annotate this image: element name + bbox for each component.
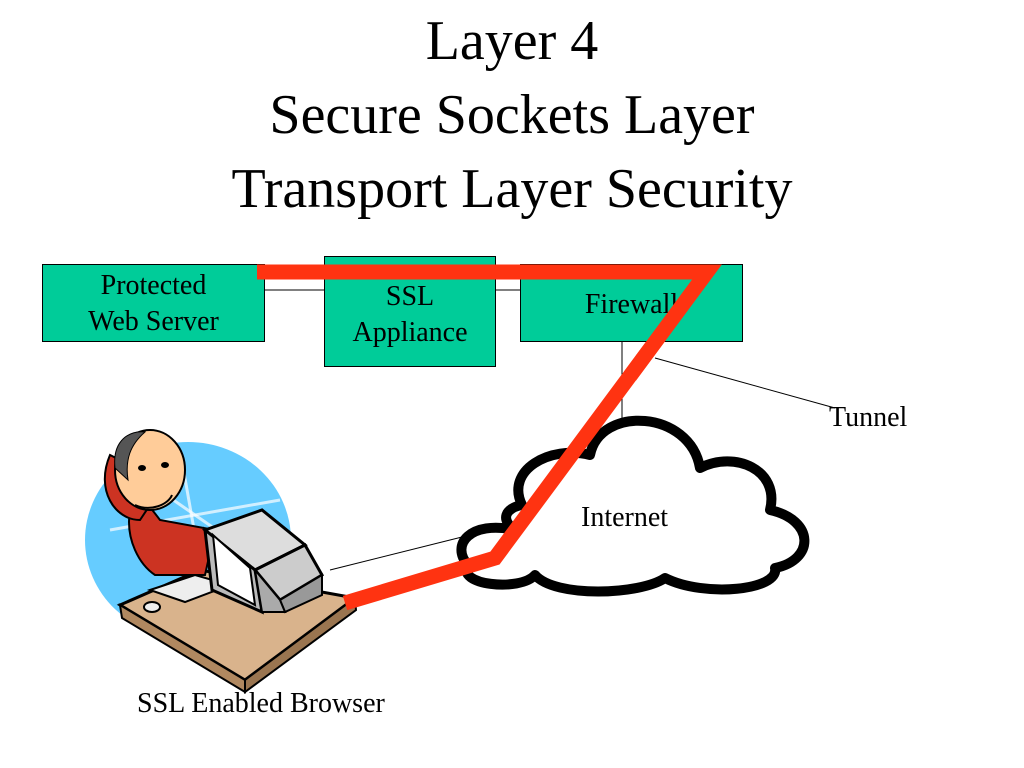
title-line-3: Transport Layer Security (231, 158, 793, 220)
title-line-2: Secure Sockets Layer (269, 84, 755, 146)
internet-label: Internet (581, 502, 669, 533)
tunnel-pointer-line (654, 357, 836, 409)
firewall-label: Firewall (584, 289, 679, 320)
web-server-label-line-1: Protected (100, 270, 207, 301)
browser-label: SSL Enabled Browser (137, 688, 385, 719)
appliance-label-line-2: Appliance (352, 317, 468, 348)
title-line-1: Layer 4 (425, 10, 599, 72)
connector-browser-internet (329, 534, 471, 571)
appliance-label-line-1: SSL (385, 281, 435, 312)
ssl-appliance-box: SSL Appliance (324, 256, 496, 367)
user-at-computer-clipart (85, 429, 359, 694)
firewall-box: Firewall (520, 264, 743, 342)
tunnel-label: Tunnel (829, 402, 908, 433)
protected-web-server-box: Protected Web Server (42, 264, 265, 342)
web-server-label-line-2: Web Server (88, 306, 219, 337)
